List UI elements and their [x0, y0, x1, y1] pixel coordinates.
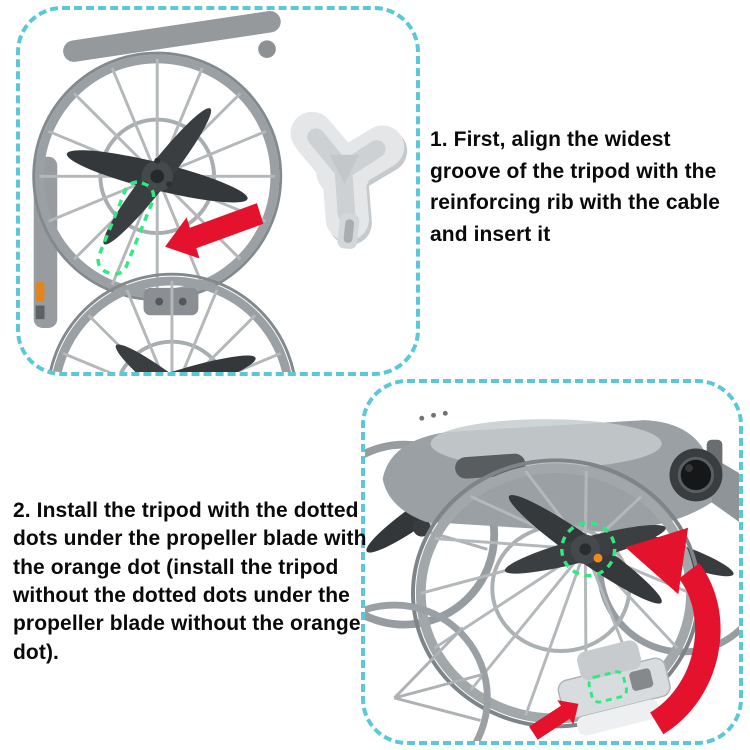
red-arrow-icon [165, 203, 264, 259]
curved-red-arrow-icon [625, 527, 721, 735]
bottom-left-duct [365, 601, 491, 741]
step2-photo [365, 410, 739, 741]
green-dashed-highlight [96, 180, 156, 276]
step1-photo [32, 10, 408, 372]
tripod-foot-part [557, 640, 671, 736]
small-red-arrow-icon [529, 700, 579, 740]
step2-instruction-text: 2. Install the tripod with the dotted do… [13, 499, 367, 664]
orange-dot [593, 553, 603, 563]
step1-instruction-text: 1. First, align the widest groove of the… [430, 128, 721, 246]
step1-photo-panel [16, 6, 420, 376]
step2-photo-panel [361, 379, 743, 745]
propeller-cage-top [32, 51, 283, 302]
green-dashed-highlight [587, 670, 628, 704]
camera-lens [677, 456, 715, 494]
propeller-blade [115, 344, 248, 372]
tripod-mount-part [290, 111, 408, 249]
propeller-cage-bottom [48, 272, 296, 372]
orange-latch [35, 281, 45, 302]
cage-spokes [420, 470, 692, 717]
front-propeller-duct [411, 458, 701, 729]
propeller-blade [78, 355, 256, 372]
green-dashed-circle [560, 521, 617, 578]
